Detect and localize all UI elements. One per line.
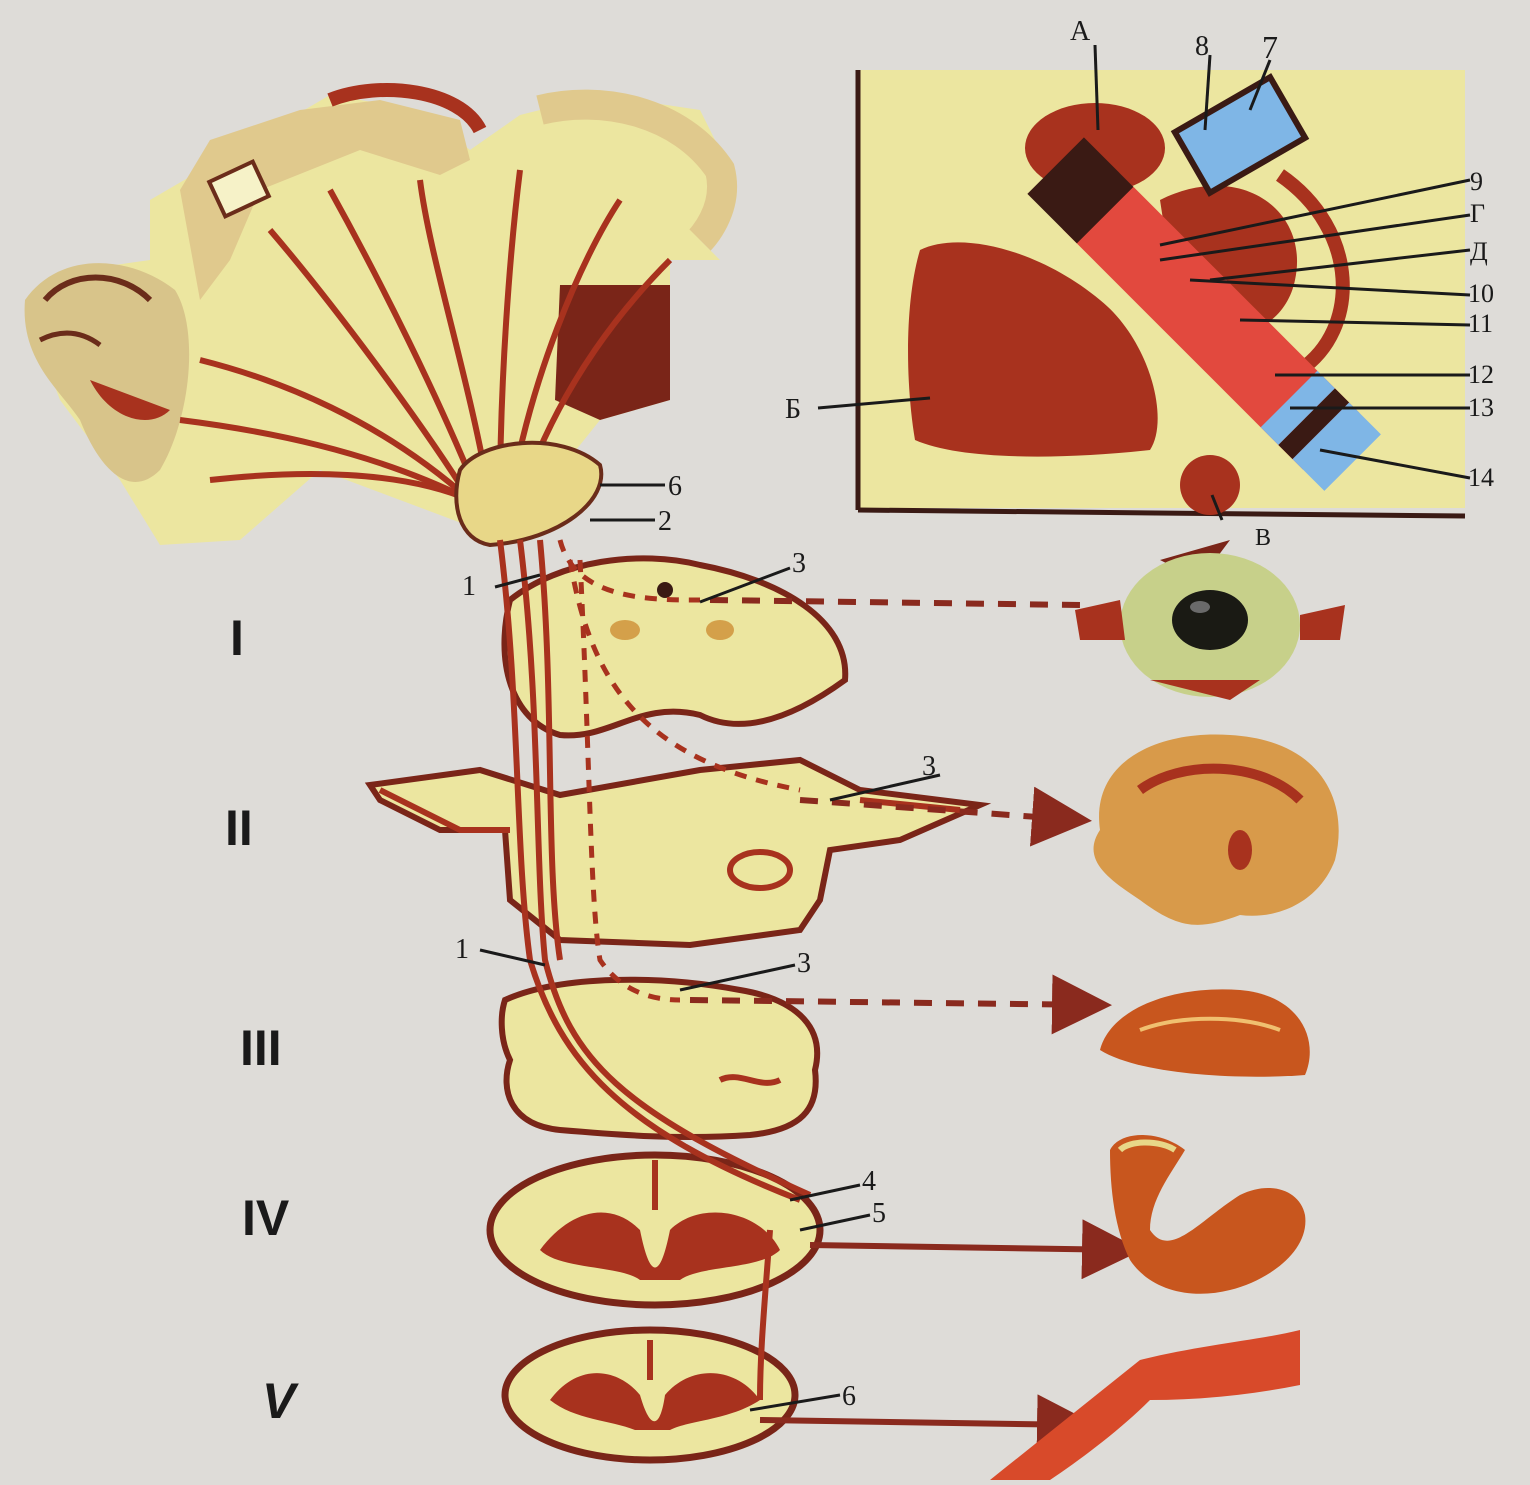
eye-icon	[1075, 540, 1345, 700]
level-V: V	[262, 1373, 299, 1429]
label-6-bottom: 6	[842, 1381, 856, 1412]
label-G: Г	[1470, 199, 1485, 228]
label-8: 8	[1195, 31, 1209, 62]
label-2: 2	[658, 506, 672, 537]
label-V: В	[1255, 525, 1271, 551]
label-13: 13	[1468, 393, 1494, 422]
arm-icon	[1110, 1135, 1305, 1294]
section-I-midbrain	[504, 558, 845, 735]
leg-icon	[990, 1330, 1300, 1480]
label-4: 4	[862, 1166, 876, 1197]
label-10: 10	[1468, 279, 1494, 308]
label-11: 11	[1468, 309, 1493, 338]
label-3-eye: 3	[792, 548, 806, 579]
head-icon	[1094, 734, 1339, 924]
cortex-homunculus	[25, 90, 735, 545]
internal-capsule-plate	[456, 443, 601, 545]
brainstem-sections	[370, 558, 980, 1460]
label-B: Б	[785, 394, 801, 425]
inset-internal-capsule: А 8 7 9 Г Д 10 11 12 13 14 Б В	[785, 16, 1494, 551]
label-1-mid: 1	[455, 934, 469, 965]
label-5: 5	[872, 1198, 886, 1229]
label-D: Д	[1470, 237, 1488, 266]
level-III: III	[240, 1020, 282, 1076]
label-9: 9	[1470, 167, 1483, 196]
label-A: А	[1070, 16, 1091, 47]
caudate-tail	[1180, 455, 1240, 515]
level-I: I	[230, 610, 244, 666]
level-II: II	[225, 800, 253, 856]
level-IV: IV	[242, 1190, 290, 1246]
leg-cortex-region	[555, 285, 670, 420]
label-3-face: 3	[922, 751, 936, 782]
label-12: 12	[1468, 360, 1494, 389]
label-6-top: 6	[668, 471, 682, 502]
label-3-mid: 3	[797, 948, 811, 979]
label-14: 14	[1468, 463, 1494, 492]
label-7: 7	[1262, 29, 1278, 65]
tongue-icon	[1100, 989, 1310, 1076]
label-1-top: 1	[462, 571, 476, 602]
